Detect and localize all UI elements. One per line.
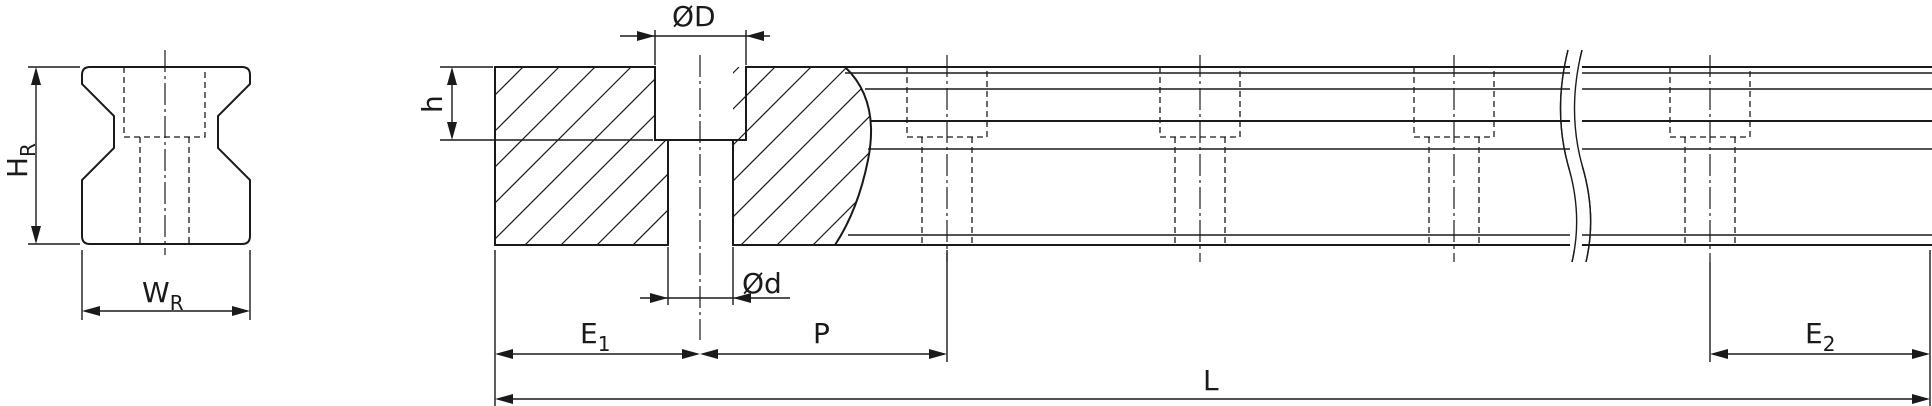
- end-hole-hidden: [139, 137, 190, 244]
- hidden-hole-2: [1159, 55, 1241, 262]
- hidden-hole-1: [906, 55, 988, 262]
- l-label: L: [1203, 364, 1219, 397]
- d-label: Ød: [742, 267, 782, 300]
- h-label: h: [416, 95, 449, 113]
- rail-end-view: HR WR: [1, 50, 251, 320]
- od-label: ØD: [672, 0, 716, 33]
- hidden-hole-4: [1669, 55, 1751, 262]
- dimensions: h ØD Ød E1 P E2: [416, 0, 1931, 406]
- e2-label: E2: [1805, 317, 1835, 356]
- hr-label: HR: [1, 143, 40, 178]
- section-outline: [494, 66, 669, 246]
- e1-label: E1: [580, 317, 610, 356]
- hidden-hole-3: [1413, 55, 1495, 262]
- rail-profile-outline: [81, 66, 251, 245]
- p-label: P: [813, 317, 830, 350]
- wr-label: WR: [142, 276, 184, 315]
- rail-side-view: [494, 49, 1932, 340]
